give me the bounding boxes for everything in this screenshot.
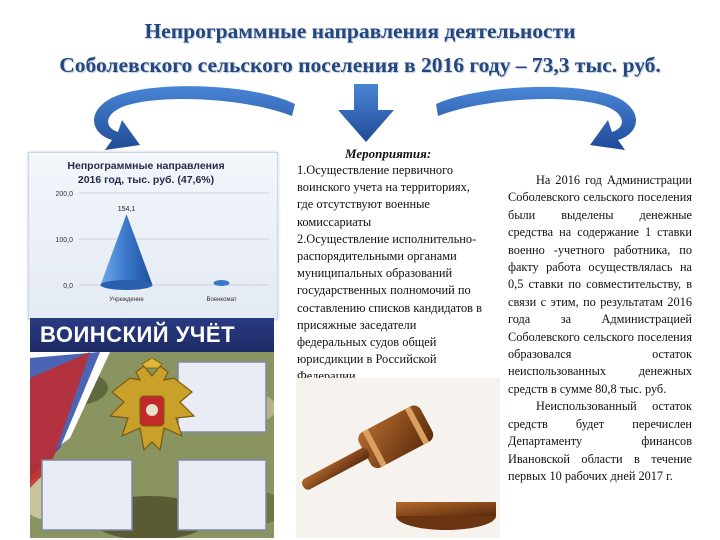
coat-of-arms-emblem <box>108 358 196 452</box>
bar-mark <box>100 214 153 290</box>
y-tick-label: 200,0 <box>55 191 73 198</box>
measures-line: государственных полномочий по <box>297 283 471 298</box>
y-tick-label: 0,0 <box>63 283 73 290</box>
measures-line: 1.Осуществление первичного <box>297 163 454 177</box>
y-tick-label: 100,0 <box>55 237 73 244</box>
chart-title-line-1: Непрограммные направления <box>67 160 225 172</box>
description-paragraph-2: Неиспользованный остаток средств будет п… <box>508 399 692 483</box>
measures-line: где отсутствуют военные <box>297 197 430 212</box>
data-label: 154,1 <box>118 206 136 213</box>
page-title-line-2: Соболевского сельского поселения в 2016 … <box>59 53 661 77</box>
poster-banner: ВОИНСКИЙ УЧЁТ <box>30 318 274 352</box>
measures-line: распорядительными органами <box>297 249 457 264</box>
measures-line: федеральных судов общей <box>297 335 437 350</box>
page-title-line-1: Непрограммные направления деятельности <box>144 19 576 43</box>
x-tick-label: Военкомат <box>206 297 236 303</box>
curved-arrow-left-icon <box>94 86 295 150</box>
judge-gavel-image <box>296 378 500 538</box>
measures-line: комиссариаты <box>297 214 372 229</box>
chart-panel: Непрограммные направления 2016 год, тыс.… <box>28 152 278 320</box>
curved-arrow-right-icon <box>436 86 636 150</box>
description-paragraph-1: На 2016 год Администрации Соболевского с… <box>508 173 692 396</box>
measures-line: муниципальных образований <box>297 266 453 281</box>
measures-line: юрисдикции в Российской <box>297 352 437 367</box>
down-arrow-icon <box>338 84 394 142</box>
chart-title-line-2: 2016 год, тыс. руб. (47,6%) <box>77 174 215 186</box>
measures-line: воинского учета на территориях, <box>297 180 470 195</box>
chart-title: Непрограммные направления 2016 год, тыс.… <box>61 159 231 187</box>
measures-heading: Мероприятия: <box>345 146 432 161</box>
x-tick-label: Учреждение <box>109 297 144 303</box>
measures-line: составлению списков кандидатов в <box>297 300 482 315</box>
decorative-arrows <box>94 84 636 150</box>
measures-line: 2.Осуществление исполнительно- <box>297 231 477 246</box>
measures-list: 1.Осуществление первичного воинского уче… <box>297 162 502 386</box>
military-registration-poster: ВОИНСКИЙ УЧЁТ <box>30 318 274 538</box>
measures-line: присяжные заседатели <box>297 317 417 332</box>
description-text: На 2016 год Администрации Соболевского с… <box>508 172 692 485</box>
bar-mark <box>213 280 230 286</box>
